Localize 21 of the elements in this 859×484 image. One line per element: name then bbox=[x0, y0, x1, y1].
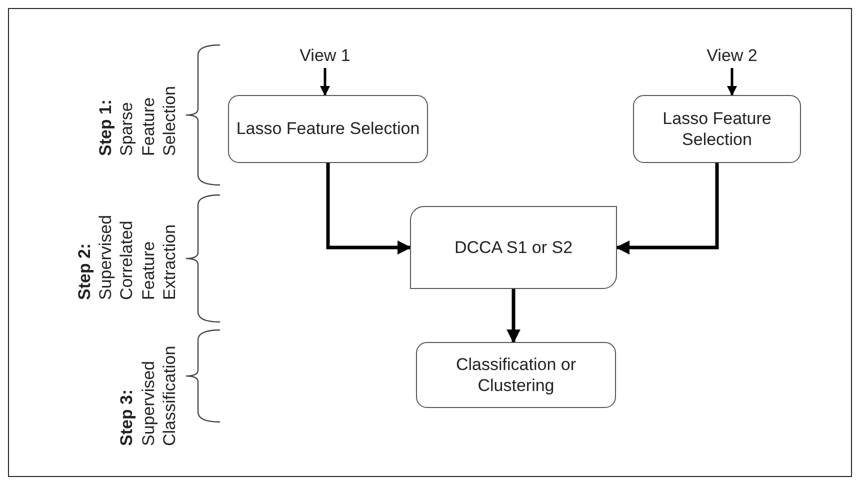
step-description: Sparse Feature Selection bbox=[116, 86, 180, 156]
view-label: View 1 bbox=[280, 44, 370, 68]
box-text: Lasso Feature Selection bbox=[236, 118, 420, 140]
arrow bbox=[616, 163, 719, 254]
process-box bbox=[228, 95, 428, 163]
step-heading: Step 3: bbox=[116, 388, 138, 446]
box-text: Lasso Feature Selection bbox=[662, 108, 772, 150]
arrow bbox=[320, 68, 330, 96]
process-box bbox=[416, 342, 616, 408]
process-box bbox=[410, 206, 617, 289]
arrow bbox=[727, 68, 737, 96]
box-text: Classification or Clustering bbox=[455, 354, 577, 396]
step-description: Supervised Classification bbox=[138, 346, 180, 446]
step-description: Supervised Correlated Feature Extraction bbox=[95, 214, 180, 300]
step-heading: Step 2: bbox=[74, 242, 95, 300]
process-box bbox=[633, 95, 801, 163]
box-text: DCCA S1 or S2 bbox=[454, 236, 573, 258]
arrow bbox=[326, 163, 412, 254]
view-label: View 2 bbox=[686, 44, 778, 68]
step-heading: Step 1: bbox=[95, 98, 116, 156]
arrow bbox=[506, 289, 520, 344]
